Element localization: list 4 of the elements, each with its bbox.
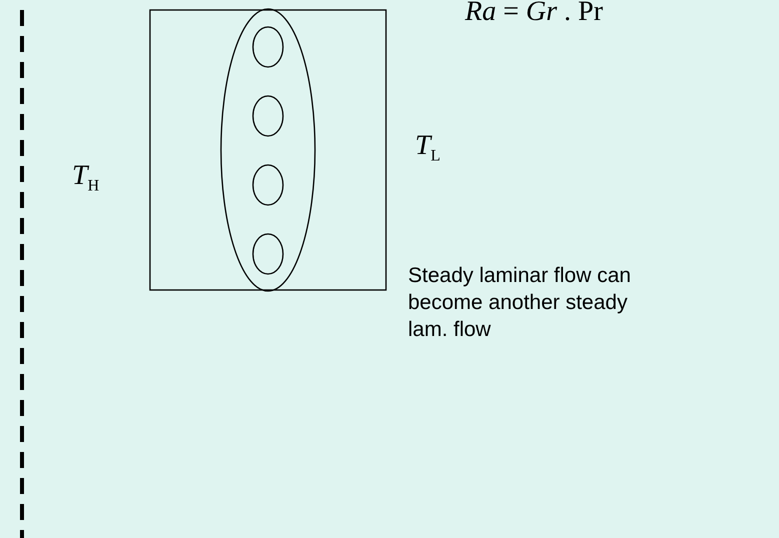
rayleigh-number-formula: Ra = Gr . Pr xyxy=(465,0,603,28)
cold-wall-temperature-label: T$_{L}$ xyxy=(415,130,440,166)
hot-wall-temperature-label: T$_{H}$ xyxy=(72,160,100,196)
flow-note: Steady laminar flow can become another steady lam. flow xyxy=(408,263,632,343)
